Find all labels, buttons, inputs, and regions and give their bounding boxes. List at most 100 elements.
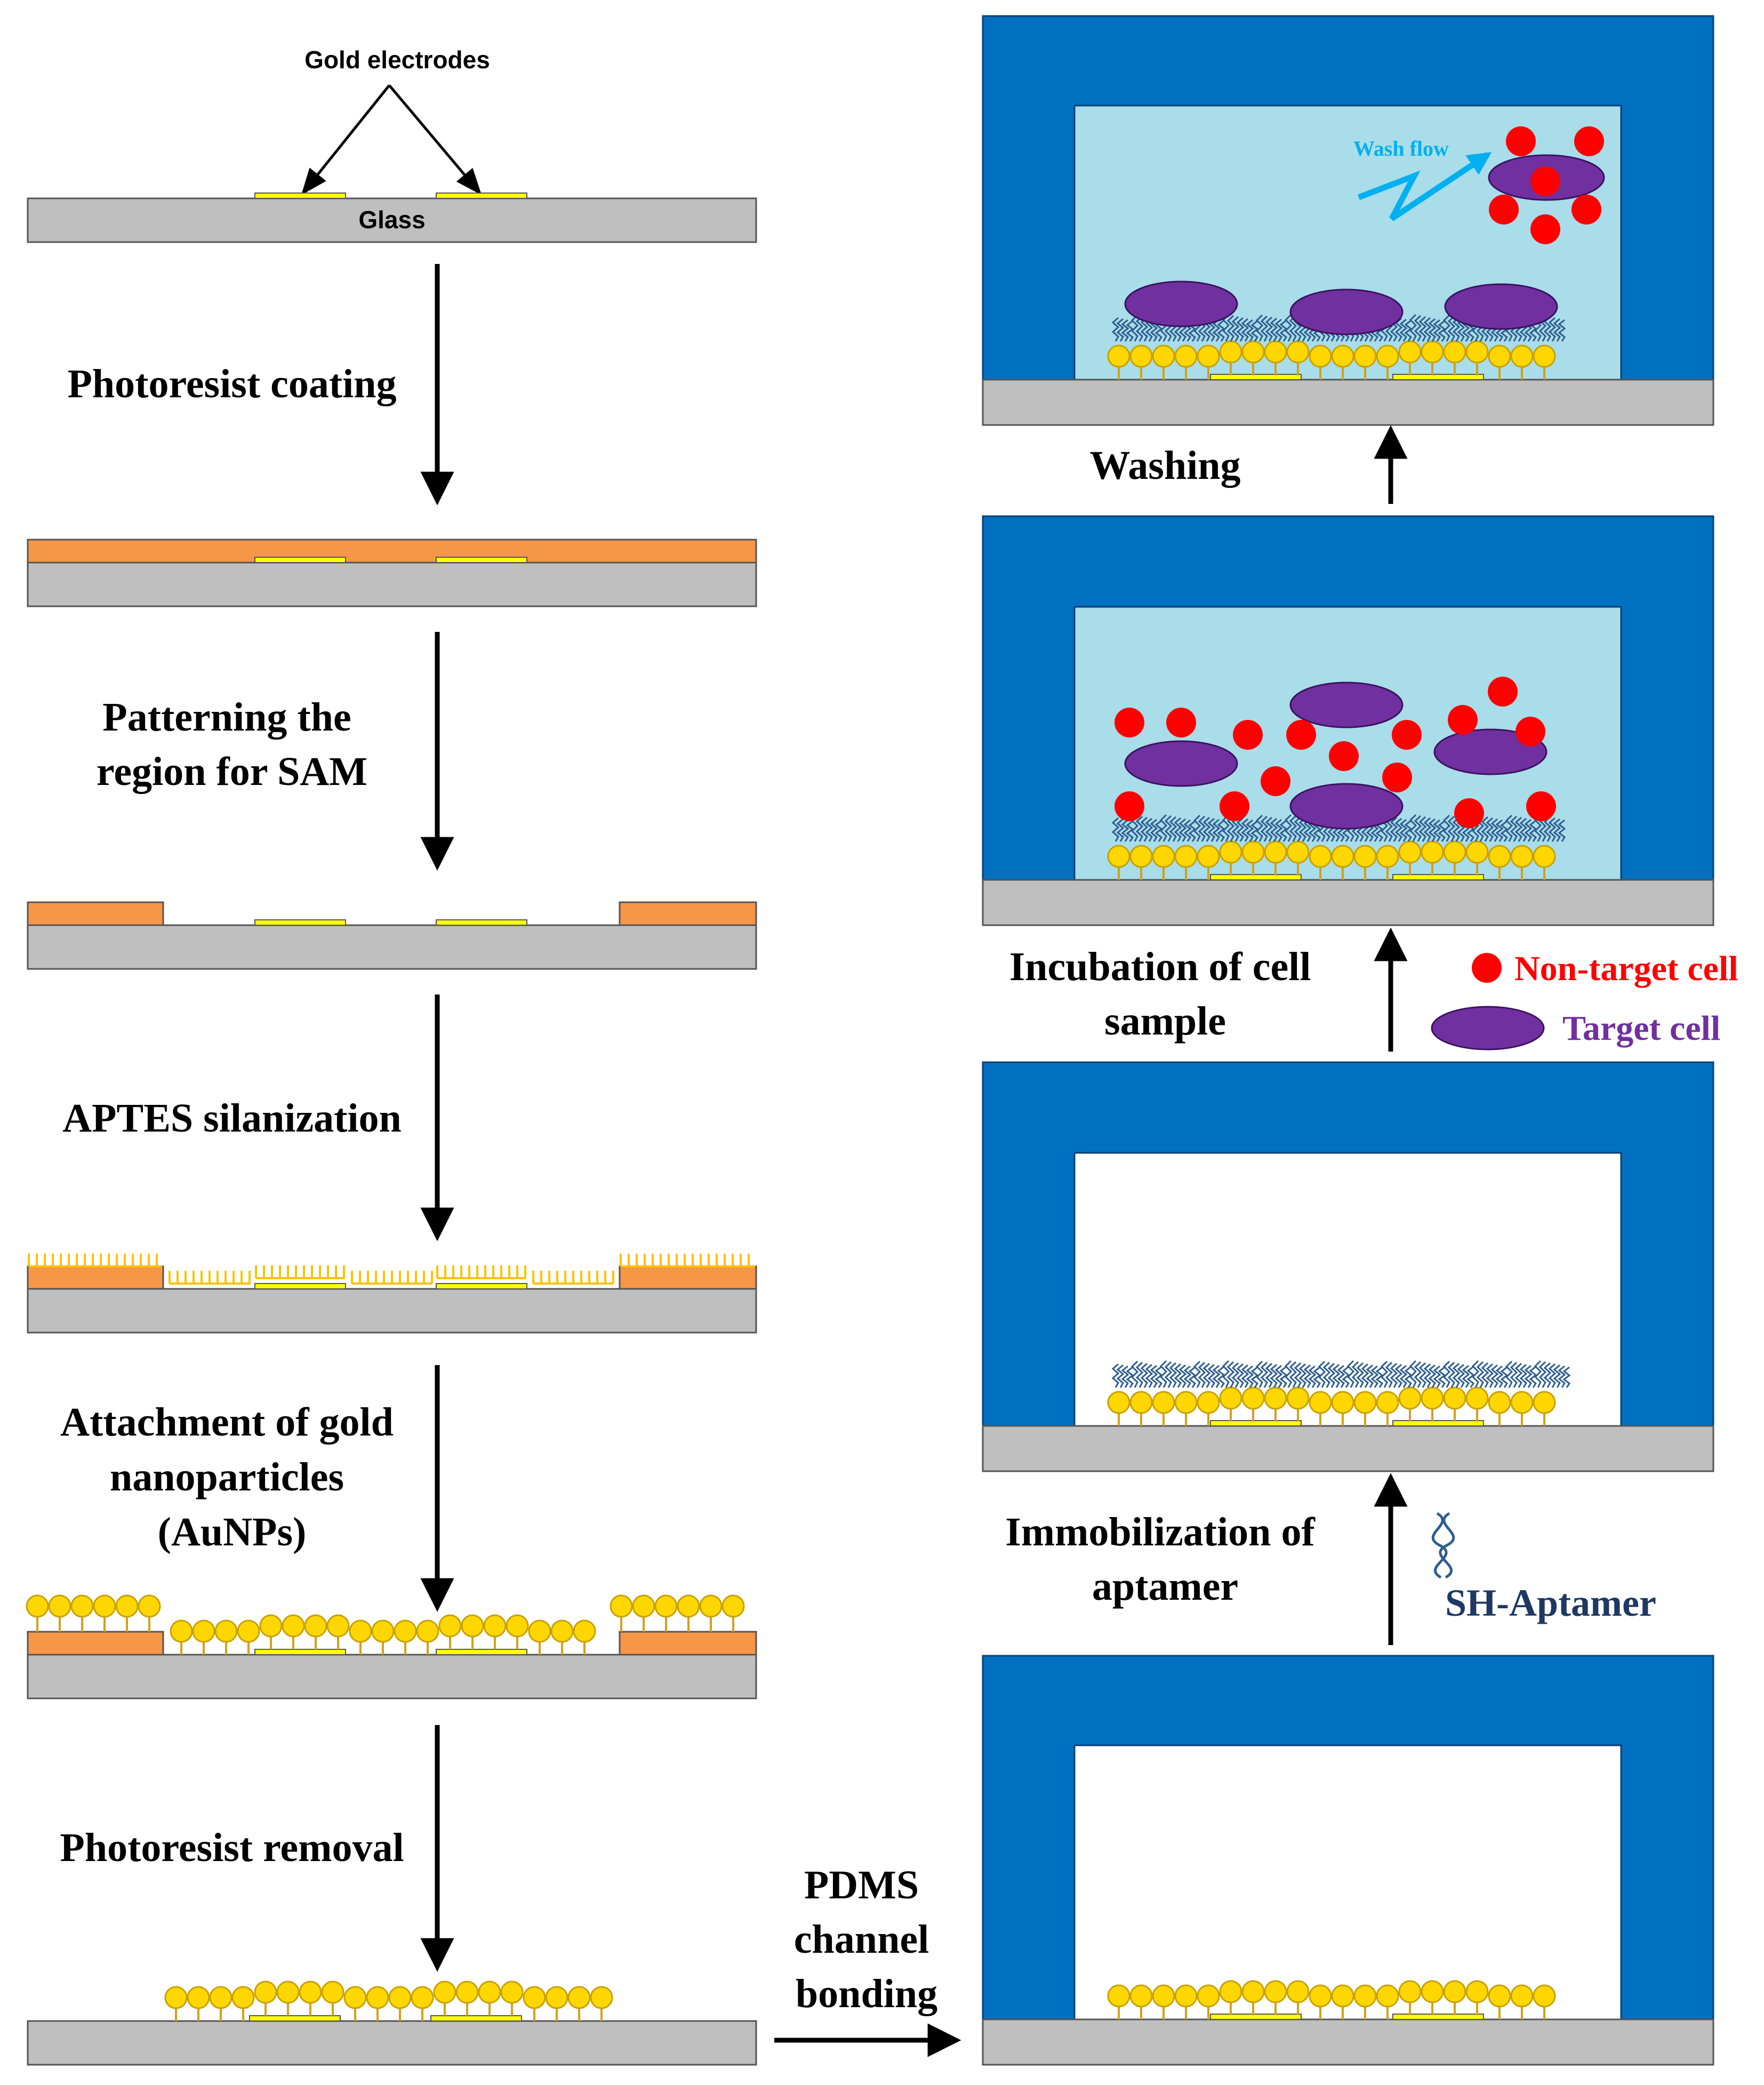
gold-nanoparticle	[1353, 845, 1377, 868]
target-cell	[1444, 283, 1558, 330]
aptamer-strand	[1313, 1366, 1321, 1388]
glass-substrate	[27, 1654, 757, 1699]
aptamer-strand	[1399, 1365, 1408, 1388]
aptamer-strand	[1212, 819, 1221, 842]
gold-electrode	[436, 1283, 527, 1289]
aptamer-strand	[1188, 820, 1197, 842]
gold-electrode	[249, 2015, 341, 2022]
gold-nanoparticle	[1488, 1984, 1511, 2008]
aptamer-strand	[1553, 318, 1561, 342]
aptamer-strand	[1284, 814, 1293, 842]
gold-nanoparticle	[1465, 1386, 1489, 1410]
step-label-photoresist-coating: Photoresist coating	[67, 362, 396, 406]
gold-electrode	[1392, 2014, 1484, 2020]
device-incubated	[982, 515, 1714, 926]
aptamer-strand	[1236, 317, 1245, 342]
gold-electrode	[1210, 374, 1302, 380]
aunp-layer	[1107, 1980, 1556, 2019]
aptamer-strand	[1241, 818, 1249, 842]
aptamer-strand	[1490, 1364, 1499, 1388]
aptamer-strand	[1303, 818, 1312, 842]
aptamer-strand	[1390, 816, 1398, 842]
gold-nanoparticle	[299, 1980, 322, 2004]
gold-electrode	[436, 193, 527, 199]
aptamer-strand	[1250, 320, 1259, 342]
aptamer-strand	[1462, 1365, 1470, 1388]
wash-flow-arrow	[1358, 152, 1492, 221]
aptamer-strand	[1154, 1366, 1163, 1388]
aptamer-strand	[1164, 815, 1173, 842]
aptamer-strand	[1423, 817, 1432, 842]
step-label-immobilization: Immobilization of aptamer	[1005, 1510, 1325, 1609]
gold-nanoparticle	[1152, 344, 1175, 368]
gold-nanoparticle	[1398, 1980, 1422, 2003]
aptamer-strand	[1519, 817, 1528, 842]
aptamer-strand	[1447, 315, 1456, 342]
aptamer-strand	[1111, 817, 1120, 842]
aptamer-strand	[1260, 1361, 1269, 1388]
gold-electrode	[254, 557, 346, 563]
aptamer-strand	[1476, 1361, 1485, 1388]
gold-nanoparticle	[1286, 1386, 1310, 1410]
aptamer-strand	[1145, 1364, 1153, 1388]
aptamer-strand	[1418, 816, 1427, 842]
aptamer-strand	[1399, 318, 1408, 342]
target-legend-swatch	[1431, 1006, 1545, 1050]
gold-nanoparticle	[573, 1619, 596, 1643]
aptamer-strand	[1279, 820, 1288, 842]
aptamer-strand	[1255, 314, 1264, 342]
aunp-layer	[1107, 340, 1556, 380]
aptamer-strand	[1385, 1361, 1393, 1388]
gold-nanoparticle	[1465, 1980, 1489, 2003]
aptamer-strand	[1121, 1365, 1129, 1388]
electrode-pointer-left	[301, 84, 390, 195]
gold-nanoparticle	[237, 1619, 260, 1643]
gold-nanoparticle	[699, 1594, 723, 1618]
gold-nanoparticle	[1241, 340, 1265, 364]
aptamer-strand	[1121, 319, 1129, 342]
aptamer-strand	[1404, 1366, 1413, 1388]
gold-nanoparticle	[1129, 1391, 1153, 1414]
aptamer-strand	[1548, 817, 1557, 842]
gold-nanoparticle	[304, 1614, 327, 1638]
gold-electrode	[1392, 374, 1484, 380]
aunp-layer	[1107, 1386, 1556, 1426]
aptamer-strand	[1390, 1362, 1398, 1388]
target-cell	[1289, 783, 1404, 830]
non-target-cell	[1114, 708, 1144, 737]
aptamer-strand	[1145, 817, 1153, 842]
gold-nanoparticle	[590, 1986, 613, 2009]
gold-nanoparticle	[170, 1619, 193, 1643]
aptamer-strand	[1130, 314, 1139, 342]
aptamer-strand	[1284, 1360, 1293, 1388]
device-washed: Wash flow	[982, 15, 1714, 426]
aptamer-strand	[1524, 819, 1533, 842]
aptamer-strand	[1140, 1362, 1149, 1388]
aptamer-strand	[1519, 1364, 1528, 1388]
aptamer-strand	[1222, 1360, 1230, 1388]
non-target-cell	[1574, 126, 1604, 156]
target-cell	[1433, 728, 1547, 775]
gold-nanoparticle	[411, 1986, 434, 2009]
aptamer-strand	[1270, 317, 1278, 342]
aptamer-strand	[1159, 1360, 1168, 1388]
aptamer-strand	[1183, 1365, 1192, 1388]
gold-nanoparticle	[1152, 1391, 1175, 1414]
step-label-aptes: APTES silanization	[62, 1096, 402, 1141]
gold-nanoparticle	[70, 1594, 94, 1618]
glass-substrate	[982, 1425, 1714, 1472]
gold-nanoparticle	[1241, 840, 1265, 864]
aptamer-strand	[1298, 1363, 1307, 1388]
aptamer-strand	[1404, 319, 1413, 342]
aptamer-strand	[1154, 820, 1163, 842]
aptamer-strand	[1279, 1366, 1288, 1388]
aptamer-strand	[1418, 316, 1427, 342]
gold-nanoparticle	[164, 1986, 188, 2009]
gold-nanoparticle	[610, 1594, 633, 1618]
gold-nanoparticle	[1488, 1391, 1511, 1414]
gold-nanoparticle	[1286, 340, 1310, 364]
aptamer-strand	[1303, 1364, 1312, 1388]
photoresist-block-left	[27, 1265, 164, 1290]
gold-nanoparticle	[550, 1619, 574, 1643]
